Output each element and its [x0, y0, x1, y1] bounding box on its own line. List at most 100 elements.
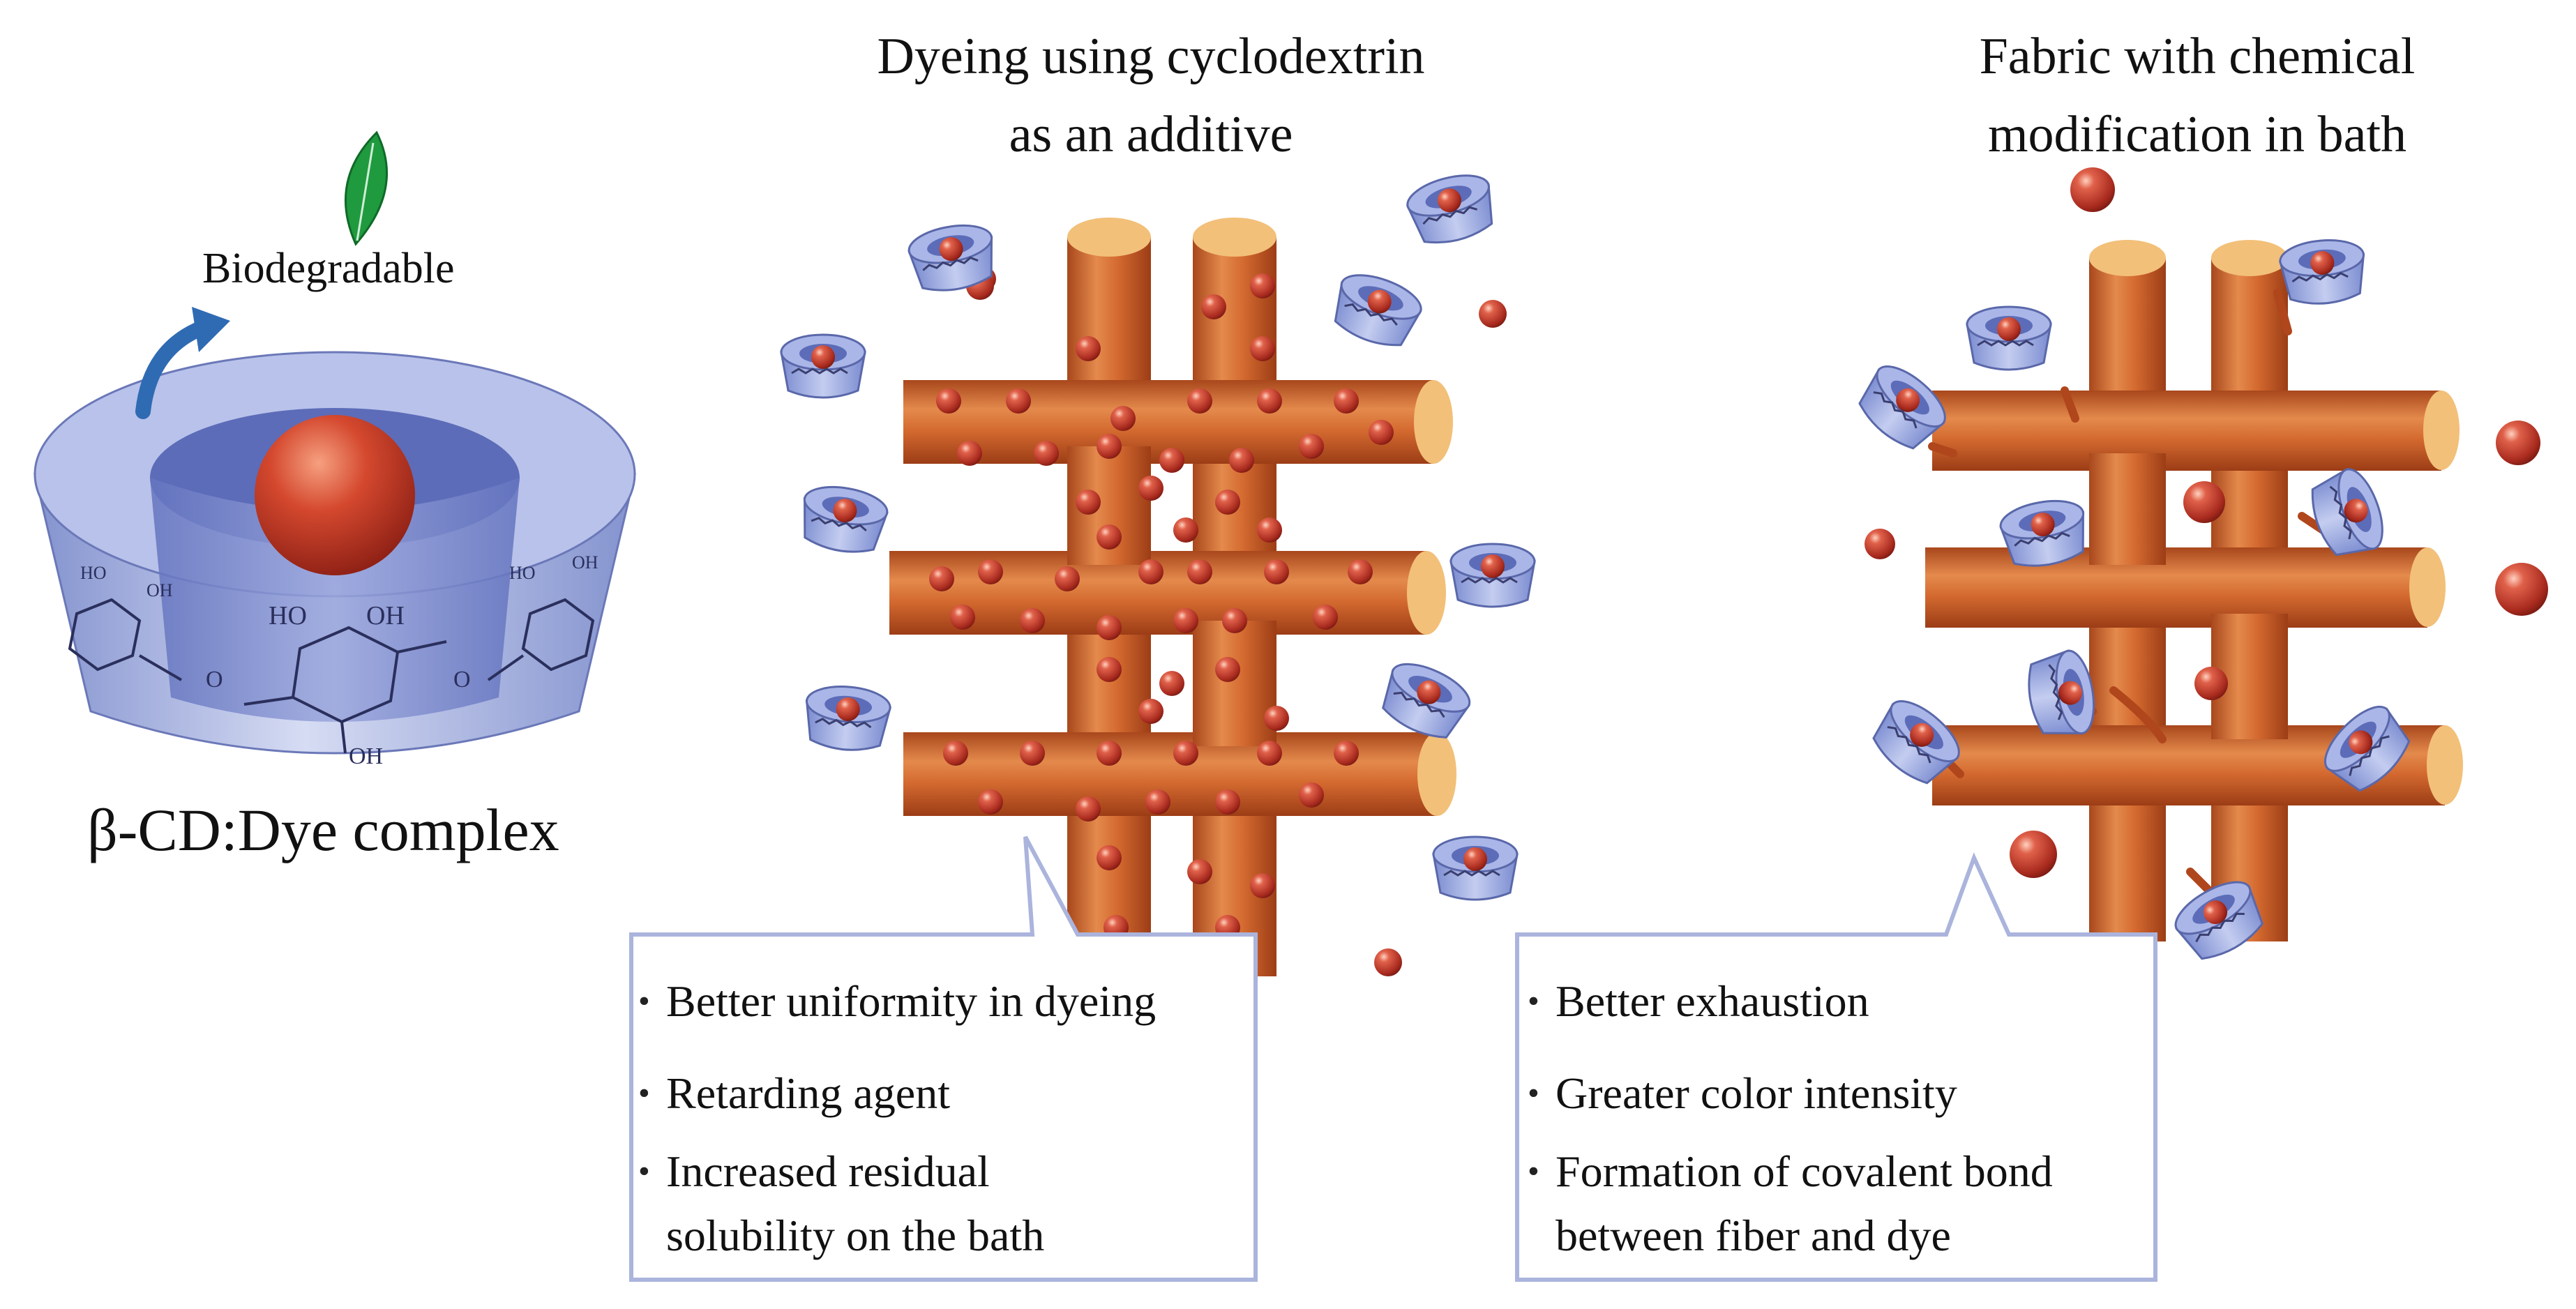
- ring-label-ho-1: HO: [269, 601, 307, 630]
- dye-dot: [1215, 789, 1240, 815]
- dye-dot: [1334, 741, 1359, 766]
- dye-dot: [2194, 667, 2228, 700]
- dye-dot: [1055, 566, 1080, 591]
- dye-dot: [1334, 388, 1359, 414]
- cyclodextrin: [805, 686, 892, 751]
- dye-molecule: [255, 415, 415, 575]
- dye-dot: [1374, 948, 1402, 976]
- cyclodextrin: [2174, 881, 2264, 960]
- ring-label-oh-2: OH: [146, 580, 173, 600]
- dye-dot: [1187, 388, 1212, 414]
- dye-dot: [2070, 167, 2115, 212]
- middle-title-line-2: as an additive: [1009, 106, 1293, 163]
- dye-dot: [1006, 388, 1031, 414]
- dye-dot: [1215, 490, 1240, 515]
- middle-title-line-1: Dyeing using cyclodextrin: [877, 28, 1425, 85]
- dye-dot: [1173, 741, 1198, 766]
- cyclodextrin: [803, 485, 889, 553]
- dye-dot: [1250, 273, 1275, 298]
- dye-dot: [1145, 789, 1170, 815]
- cyclodextrin: [2278, 239, 2365, 305]
- right-bullet-3: Formation of covalent bond between fiber…: [1528, 1140, 2155, 1268]
- biodegradable-arrow: [135, 320, 210, 419]
- dye-dot: [943, 741, 968, 766]
- dye-dot: [2495, 563, 2548, 616]
- middle-fabric: [780, 174, 1536, 976]
- dye-dot: [1250, 873, 1275, 898]
- dye-dot: [957, 441, 982, 466]
- dye-dot: [2010, 831, 2057, 878]
- dye-dot: [1215, 657, 1240, 682]
- cyclodextrin: [1872, 699, 1960, 785]
- right-title: Fabric with chemical modification in bat…: [1883, 17, 2511, 174]
- biodegradable-label: Biodegradable: [202, 245, 455, 292]
- dye-dot: [1187, 859, 1212, 884]
- dye-dot: [1076, 336, 1101, 361]
- dye-dot: [978, 789, 1003, 815]
- dye-dot: [1159, 671, 1184, 696]
- dye-dot: [1097, 741, 1122, 766]
- right-bullet-1: Better exhaustion: [1528, 969, 2148, 1034]
- dye-dot: [950, 605, 975, 630]
- cyclodextrin: [2323, 705, 2411, 792]
- dye-dot: [1097, 524, 1122, 550]
- dye-dot: [1138, 699, 1163, 724]
- right-title-line-2: modification in bath: [1987, 106, 2407, 163]
- dye-dot: [1020, 608, 1045, 633]
- cyclodextrin: [1858, 365, 1946, 450]
- cyclodextrin: [780, 333, 866, 399]
- dye-dot: [1138, 476, 1163, 501]
- cyclodextrin: [1432, 835, 1519, 901]
- cyclodextrin: [1999, 499, 2085, 567]
- cyclodextrin: [1382, 663, 1471, 739]
- middle-bullet-1: Better uniformity in dyeing: [638, 969, 1252, 1034]
- dye-dot: [1020, 741, 1045, 766]
- dye-dot: [1264, 559, 1289, 584]
- dye-dot: [1257, 517, 1282, 543]
- middle-bullet-list: Better uniformity in dyeing Retarding ag…: [638, 969, 1252, 1268]
- dye-dot: [1159, 448, 1184, 473]
- cyclodextrin: [1334, 274, 1422, 347]
- cyclodextrin: [2311, 468, 2383, 557]
- middle-bullet-3: Increased residual solubility on the bat…: [638, 1140, 1140, 1268]
- cyclodextrin: [2028, 649, 2095, 735]
- middle-bullet-2: Retarding agent: [638, 1061, 1252, 1126]
- dye-dot: [978, 559, 1003, 584]
- right-fabric: [1858, 167, 2548, 960]
- ring-label-o-1: O: [206, 667, 223, 693]
- dye-dot: [2496, 421, 2540, 465]
- dye-dot: [1299, 782, 1324, 808]
- dye-dot: [936, 388, 961, 414]
- ring-label-oh-3: OH: [349, 743, 383, 769]
- dye-dot: [1479, 300, 1507, 328]
- ring-label-oh-4: OH: [572, 552, 598, 573]
- right-bullet-2: Greater color intensity: [1528, 1061, 2148, 1126]
- cyclodextrin: [1406, 174, 1493, 244]
- ring-label-ho-2: HO: [80, 563, 107, 583]
- dye-dot: [1097, 657, 1122, 682]
- dye-dot: [1110, 406, 1136, 431]
- ring-label-o-2: O: [453, 667, 471, 693]
- dye-dot: [929, 566, 954, 591]
- dye-dot: [1097, 434, 1122, 459]
- right-bullet-list: Better exhaustion Greater color intensit…: [1528, 969, 2148, 1268]
- leaf-icon: [344, 130, 389, 246]
- dye-dot: [1222, 608, 1247, 633]
- dye-dot: [1138, 559, 1163, 584]
- dye-dot: [1201, 294, 1226, 319]
- dye-dot: [1187, 559, 1212, 584]
- dye-dot: [2183, 481, 2225, 523]
- beta-cd-complex-illustration: HO OH HO OH O O OH HO OH: [33, 130, 636, 769]
- dye-dot: [1097, 845, 1122, 870]
- dye-dot: [1076, 796, 1101, 822]
- dye-dot: [1348, 559, 1373, 584]
- dye-dot: [1250, 336, 1275, 361]
- dye-dot: [1034, 441, 1059, 466]
- dye-dot: [1257, 741, 1282, 766]
- cup-inner-wall: [150, 478, 520, 722]
- dye-dot: [1865, 529, 1895, 559]
- dye-dot: [1173, 608, 1198, 633]
- cyclodextrin: [1966, 305, 2052, 371]
- dye-dot: [1173, 517, 1198, 543]
- dye-dot: [1299, 434, 1324, 459]
